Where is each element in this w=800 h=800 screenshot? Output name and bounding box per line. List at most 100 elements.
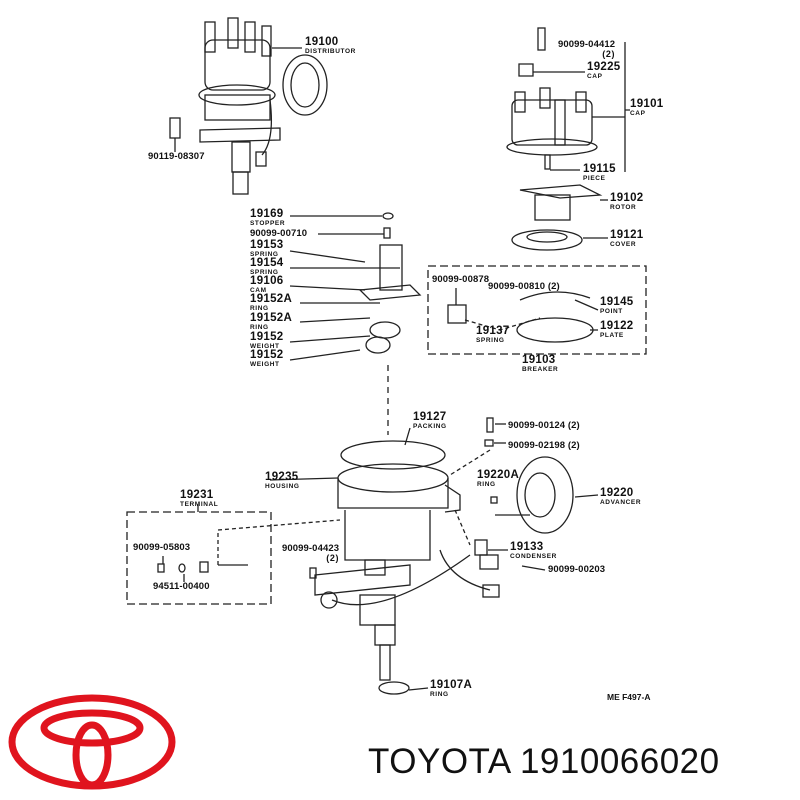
part-label: 90099-00124 (2) [508,421,580,431]
part-name: CAM [250,286,267,294]
part-number: 90099-00710 [250,228,308,239]
part-number: 90099-00810 (2) [488,281,560,292]
part-label: 90099-00810 (2) [488,282,560,292]
part-label: 90099-00203 [548,565,605,575]
part-number: 19106 [250,275,284,287]
terminal-box-drawing [126,504,341,605]
part-name: ADVANCER [600,498,642,506]
part-label: 90099-04423(2) [282,544,339,563]
part-name: PLATE [600,331,624,339]
part-name: CONDENSER [510,552,557,560]
part-label: 90099-04412(2) [558,40,615,59]
part-name: CAP [587,72,603,80]
part-number: 19121 [610,229,644,241]
part-number: 19103 [522,354,556,366]
part-number: 90099-04412 [558,39,616,50]
part-number: 90099-05803 [133,542,191,553]
part-name: STOPPER [250,219,286,227]
part-number: 19152A [250,293,293,305]
part-name: ROTOR [610,203,637,211]
part-name: RING [477,480,496,488]
part-number: 94511-00400 [153,581,210,592]
part-number: 19153 [250,239,284,251]
part-number: 19115 [583,163,616,175]
part-number: 19133 [510,541,544,553]
part-number: 19225 [587,61,621,73]
part-label: 90099-00710 [250,229,307,239]
part-name: WEIGHT [250,360,280,368]
part-name: RING [250,304,269,312]
part-number: 90099-00124 (2) [508,420,580,431]
breaker-box-drawing [427,265,647,355]
part-number: 19169 [250,208,284,220]
brand-part-number-caption: TOYOTA 1910066020 [368,742,720,781]
part-number: 19231 [180,489,214,501]
part-name: COVER [610,240,637,248]
part-number: 19145 [600,296,634,308]
part-label: 90099-02198 (2) [508,441,580,451]
cap-assembly-drawing [506,27,630,251]
part-label: 90099-05803 [133,543,190,553]
part-number: 19122 [600,320,634,332]
part-number: 19101 [630,98,664,110]
part-name: TERMINAL [180,500,219,508]
part-name: PIECE [583,174,606,182]
part-number: 19154 [250,257,284,269]
part-label: 90099-00878 [432,275,489,285]
part-name: (2) [326,552,340,563]
part-name: BREAKER [522,365,559,373]
part-number: 90099-04423 [282,543,340,554]
part-number: 19152 [250,349,284,361]
part-number: 19152 [250,331,284,343]
part-label: 90119-08307 [148,152,205,162]
part-name: SPRING [250,268,279,276]
part-label: 94511-00400 [153,582,210,592]
part-number: 90099-00203 [548,564,606,575]
part-number: 19152A [250,312,293,324]
part-number: 19235 [265,471,299,483]
toyota-logo [8,694,176,790]
advancer-drawing [449,417,599,571]
part-name: POINT [600,307,623,315]
part-name: HOUSING [265,482,300,490]
part-name: CAP [630,109,646,117]
part-number: 19107A [430,679,473,691]
part-name: WEIGHT [250,342,280,350]
distributor-assembly-drawing [169,17,328,195]
part-number: 19102 [610,192,644,204]
part-name: (2) [602,48,616,59]
part-number: 90119-08307 [148,151,205,162]
part-number: 19220A [477,469,520,481]
part-name: RING [430,690,449,698]
part-number: 90099-02198 (2) [508,440,580,451]
part-number: 19137 [476,325,510,337]
part-number: 19127 [413,411,447,423]
part-number: 90099-00878 [432,274,490,285]
